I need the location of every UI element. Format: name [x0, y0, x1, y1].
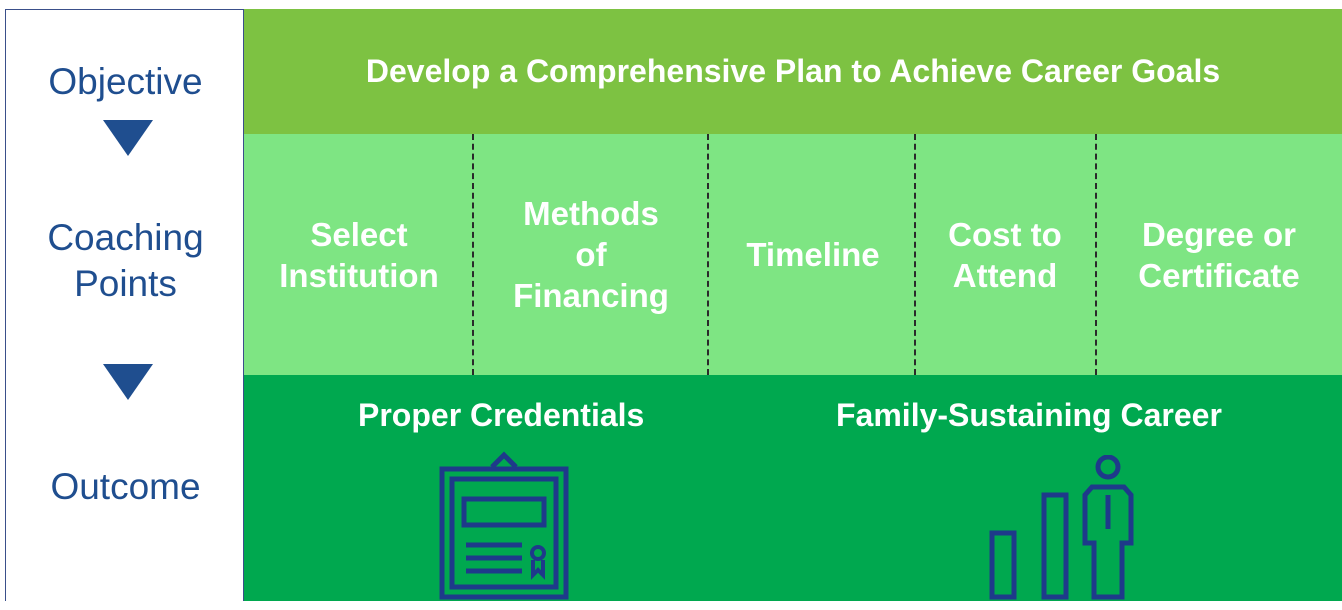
objective-band: Develop a Comprehensive Plan to Achieve … [244, 9, 1342, 134]
dashed-divider [707, 134, 709, 375]
coaching-point-timeline: Timeline [708, 134, 918, 375]
coaching-point-line: Financing [513, 277, 669, 314]
framed-certificate-icon [434, 447, 574, 602]
stage-label-outcome: Outcome [50, 466, 201, 507]
coaching-point-line: Select [310, 215, 408, 253]
coaching-point-line: Institution [279, 256, 439, 294]
stage-column: Objective Coaching Points Outcome [5, 9, 244, 601]
career-growth-icon [984, 454, 1144, 605]
coaching-point-line: of [575, 236, 607, 273]
outcome-family-sustaining-career: Family-Sustaining Career [836, 397, 1222, 433]
coaching-point-select-institution: Select Institution [264, 134, 454, 375]
stage-label-coaching-line1: Coaching [47, 217, 204, 258]
coaching-point-cost-to-attend: Cost to Attend [916, 134, 1094, 375]
coaching-point-degree-or-certificate: Degree or Certificate [1096, 134, 1342, 375]
down-arrow-icon [103, 120, 153, 156]
objective-title: Develop a Comprehensive Plan to Achieve … [365, 53, 1221, 89]
down-arrow-icon [103, 364, 153, 400]
stage-label-coaching-line2: Points [74, 263, 177, 304]
dashed-divider [472, 134, 474, 375]
coaching-point-line: Methods [523, 195, 659, 232]
outcome-proper-credentials: Proper Credentials [358, 397, 645, 433]
dashed-divider [914, 134, 916, 375]
dashed-divider [1095, 134, 1097, 375]
coaching-point-line: Certificate [1138, 256, 1300, 294]
coaching-point-line: Attend [952, 256, 1058, 294]
stage-label-objective: Objective [48, 61, 203, 102]
coaching-points-band: Select Institution Methods of Financing … [244, 134, 1342, 375]
coaching-point-line: Degree or [1141, 215, 1297, 253]
outcome-band: Proper Credentials Family-Sustaining Car… [244, 375, 1342, 601]
coaching-point-line: Timeline [746, 236, 880, 273]
coaching-point-line: Cost to [948, 215, 1062, 253]
coaching-point-methods-of-financing: Methods of Financing [477, 134, 705, 375]
stage-label-coaching-points: Coaching Points [6, 215, 245, 307]
